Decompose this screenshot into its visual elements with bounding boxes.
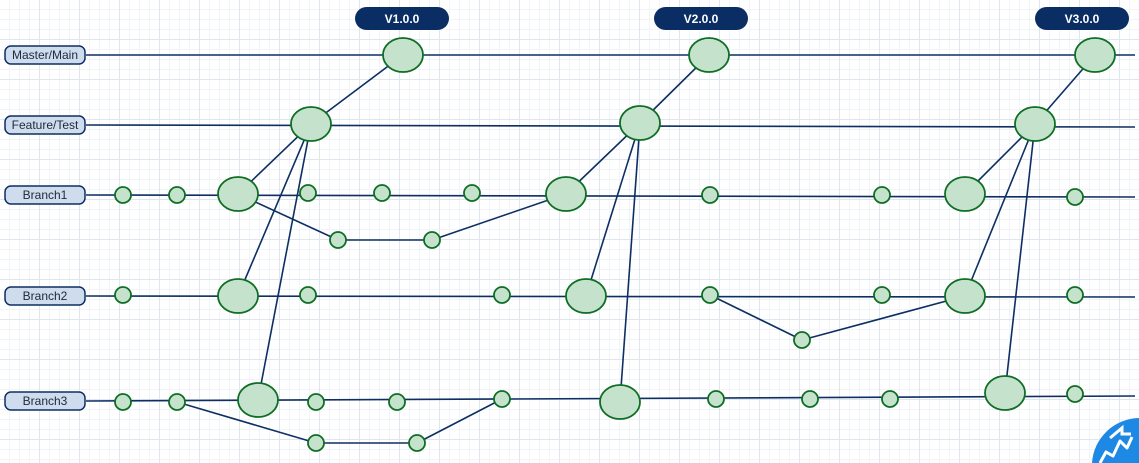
lane-label-box[interactable]: [4, 115, 86, 135]
version-tag-box[interactable]: [654, 7, 748, 30]
commit-dot[interactable]: [373, 184, 391, 202]
lanes-layer: Master/MainFeature/TestBranch1Branch2Bra…: [4, 45, 86, 411]
lane-label-branch3[interactable]: Branch3: [4, 391, 86, 411]
nodes-layer: [114, 37, 1116, 452]
commit-node[interactable]: [545, 176, 587, 212]
commit-dot[interactable]: [299, 286, 317, 304]
connector: [964, 123, 1036, 297]
commit-node[interactable]: [237, 382, 279, 418]
commit-dot[interactable]: [307, 393, 325, 411]
commit-dot[interactable]: [1066, 188, 1084, 206]
commit-node[interactable]: [984, 375, 1026, 411]
lane-label-master[interactable]: Master/Main: [4, 45, 86, 65]
connector: [801, 295, 966, 341]
connector: [416, 398, 503, 444]
tags-layer: V1.0.0 V2.0.0 V3.0.0: [355, 7, 1129, 30]
commit-node[interactable]: [217, 278, 259, 314]
lane-label-text: Master/Main: [12, 48, 78, 62]
commit-dot[interactable]: [1066, 385, 1084, 403]
version-tag-box[interactable]: [1035, 7, 1129, 30]
lane-label-text: Feature/Test: [12, 118, 79, 132]
connector: [619, 122, 641, 403]
commit-node[interactable]: [290, 106, 332, 142]
commit-dot[interactable]: [873, 286, 891, 304]
commit-node[interactable]: [217, 176, 259, 212]
version-tag-v1[interactable]: V1.0.0: [355, 7, 449, 30]
commit-dot[interactable]: [463, 184, 481, 202]
commit-node[interactable]: [382, 37, 424, 73]
commit-node[interactable]: [688, 37, 730, 73]
version-tag-box[interactable]: [355, 7, 449, 30]
lane-label-box[interactable]: [4, 45, 86, 65]
commit-node[interactable]: [1074, 37, 1116, 73]
version-tag-text: V1.0.0: [385, 12, 420, 26]
lane-label-feature[interactable]: Feature/Test: [4, 115, 86, 135]
connector: [585, 122, 641, 297]
lane-line-feature: [85, 124, 1136, 128]
version-tag-text: V3.0.0: [1065, 12, 1100, 26]
commit-dot[interactable]: [329, 231, 347, 249]
commit-dot[interactable]: [701, 186, 719, 204]
connector: [709, 294, 803, 341]
connector: [257, 123, 312, 401]
commit-dot[interactable]: [423, 231, 441, 249]
version-tag-text: V2.0.0: [684, 12, 719, 26]
connector: [176, 401, 317, 444]
connector: [1004, 123, 1036, 394]
edges-layer: [85, 54, 1136, 444]
commit-dot[interactable]: [114, 393, 132, 411]
commit-dot[interactable]: [707, 390, 725, 408]
commit-dot[interactable]: [168, 186, 186, 204]
lane-label-box[interactable]: [4, 286, 86, 306]
lane-label-box[interactable]: [4, 185, 86, 205]
commit-node[interactable]: [599, 384, 641, 420]
lane-label-branch2[interactable]: Branch2: [4, 286, 86, 306]
commit-dot[interactable]: [114, 186, 132, 204]
flowchart-logo-icon[interactable]: [1092, 418, 1139, 463]
commit-dot[interactable]: [801, 390, 819, 408]
commit-dot[interactable]: [701, 286, 719, 304]
commit-node[interactable]: [619, 105, 661, 141]
lane-label-text: Branch3: [23, 394, 68, 408]
version-tag-v3[interactable]: V3.0.0: [1035, 7, 1129, 30]
commit-dot[interactable]: [793, 331, 811, 349]
lane-label-box[interactable]: [4, 391, 86, 411]
lane-label-text: Branch1: [23, 188, 68, 202]
commit-dot[interactable]: [408, 434, 426, 452]
commit-dot[interactable]: [168, 393, 186, 411]
commit-dot[interactable]: [388, 393, 406, 411]
commit-dot[interactable]: [493, 390, 511, 408]
commit-node[interactable]: [565, 278, 607, 314]
commit-node[interactable]: [944, 176, 986, 212]
commit-dot[interactable]: [493, 286, 511, 304]
commit-dot[interactable]: [881, 390, 899, 408]
commit-dot[interactable]: [299, 184, 317, 202]
version-tag-v2[interactable]: V2.0.0: [654, 7, 748, 30]
lane-label-text: Branch2: [23, 289, 68, 303]
lane-label-branch1[interactable]: Branch1: [4, 185, 86, 205]
commit-node[interactable]: [1014, 106, 1056, 142]
commit-dot[interactable]: [873, 186, 891, 204]
connector: [431, 193, 567, 241]
commit-dot[interactable]: [114, 286, 132, 304]
commit-dot[interactable]: [307, 434, 325, 452]
commit-node[interactable]: [944, 278, 986, 314]
commit-dot[interactable]: [1066, 286, 1084, 304]
